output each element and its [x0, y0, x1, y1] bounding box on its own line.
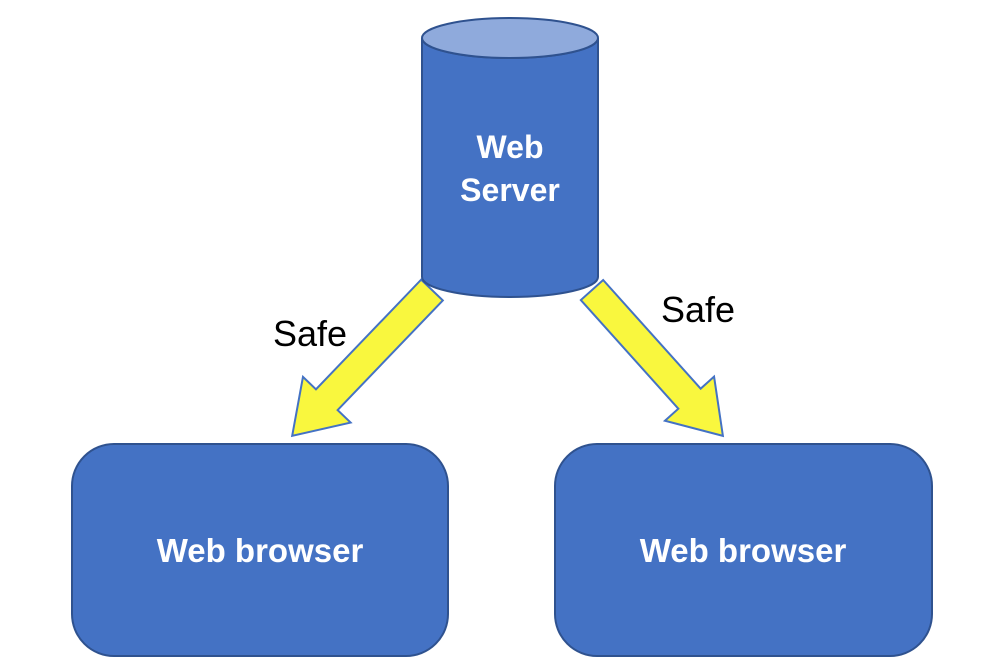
web-browser-box-right: [554, 443, 933, 657]
safe-arrow-down-right: [579, 278, 725, 438]
web-browser-label-right: Web browser: [640, 532, 847, 569]
web-browser-node-right: Web browser: [554, 443, 933, 657]
web-browser-label-left: Web browser: [157, 532, 364, 569]
cylinder-body: [421, 37, 599, 298]
edge-label-left: Safe: [273, 313, 347, 354]
edge-server-to-right-browser: Safe: [579, 278, 735, 438]
web-browser-box-left: [71, 443, 449, 657]
web-server-label-line2: Server: [460, 172, 560, 208]
cylinder-top: [421, 17, 599, 59]
safe-arrow-down-left: [290, 278, 445, 438]
web-server-label-line1: Web: [477, 129, 544, 165]
web-browser-node-left: Web browser: [71, 443, 449, 657]
edge-server-to-left-browser: Safe: [273, 278, 445, 438]
web-server-node: Web Server: [421, 17, 599, 298]
edge-label-right: Safe: [661, 289, 735, 330]
